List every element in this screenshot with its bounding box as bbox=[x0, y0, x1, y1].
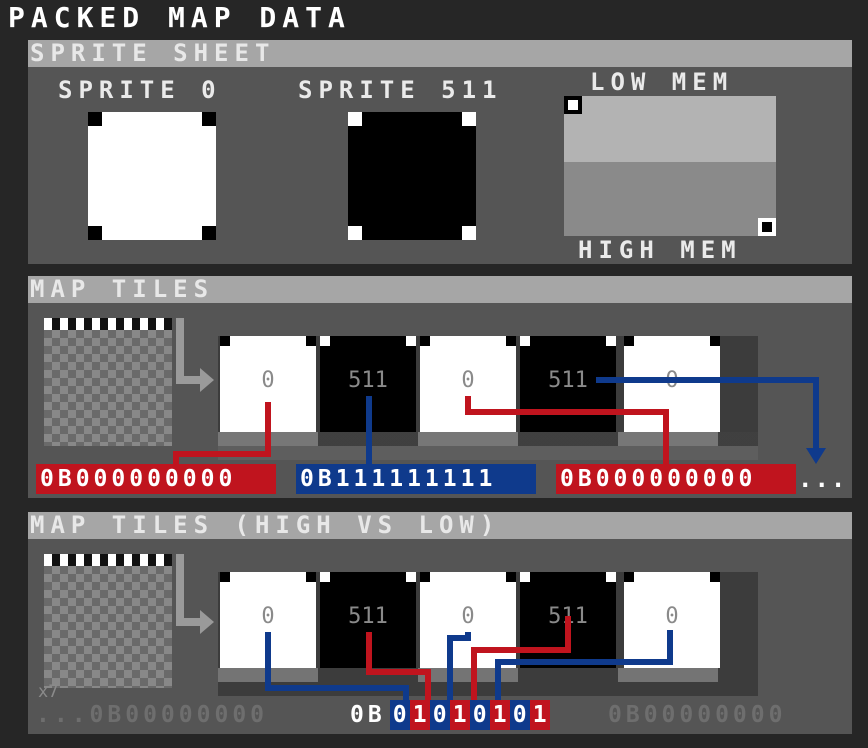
map-tile-1-value: 0 bbox=[261, 368, 275, 393]
map-hl-connectors bbox=[265, 616, 673, 702]
arrow-icon bbox=[176, 554, 214, 634]
map-hl-tile-3-value: 0 bbox=[461, 604, 475, 629]
sprite-sheet-heading: SPRITE SHEET bbox=[28, 40, 852, 67]
map-binary-3: 0B000000000 bbox=[556, 464, 796, 494]
high-low-binary: 0B 0 1 0 1 0 1 0 1 bbox=[346, 700, 550, 730]
bit-3: 1 bbox=[449, 700, 470, 730]
map-hl-tile-5-value: 0 bbox=[665, 604, 679, 629]
map-tile-3-value: 0 bbox=[461, 368, 475, 393]
map-mini-strip bbox=[44, 318, 172, 330]
page-title: PACKED MAP DATA bbox=[8, 1, 351, 34]
map-binary-2: 0B111111111 bbox=[296, 464, 536, 494]
map-hl-tile-2-value: 511 bbox=[348, 604, 388, 629]
bit-7: 1 bbox=[529, 700, 550, 730]
map-hl-tile-2: 511 bbox=[320, 572, 416, 668]
map-hl-tile-1-value: 0 bbox=[261, 604, 275, 629]
map-hl-mini-preview bbox=[44, 566, 172, 688]
bit-6: 0 bbox=[509, 700, 530, 730]
bit-2: 0 bbox=[429, 700, 450, 730]
map-hl-mini-strip bbox=[44, 554, 172, 566]
sprite511-label: SPRITE 511 bbox=[298, 76, 503, 104]
sprite511-image bbox=[348, 112, 476, 240]
map-tile-connectors bbox=[173, 377, 826, 464]
sprite-memory-block bbox=[564, 96, 776, 236]
map-tile-4: 511 bbox=[520, 336, 616, 432]
map-tile-2-value: 511 bbox=[348, 368, 388, 393]
map-hl-tile-1: 0 bbox=[220, 572, 316, 668]
left-gray-binary: ...0B00000000 bbox=[36, 702, 269, 728]
map-tiles-panel: MAP TILES 0 511 0 511 0 bbox=[28, 276, 852, 498]
bit-0: 0 bbox=[389, 700, 410, 730]
map-mini-preview bbox=[44, 330, 172, 446]
map-tiles-heading: MAP TILES bbox=[28, 276, 852, 303]
bit-4: 0 bbox=[469, 700, 490, 730]
map-tile-3: 0 bbox=[420, 336, 516, 432]
map-tile-5: 0 bbox=[624, 336, 720, 432]
sprite-sheet-panel: SPRITE SHEET SPRITE 0 SPRITE 511 LOW MEM… bbox=[28, 40, 852, 264]
arrow-icon bbox=[176, 318, 214, 392]
map-tiles-hl-panel: MAP TILES (HIGH VS LOW) 0 511 0 511 0 bbox=[28, 512, 852, 734]
map-binary-1: 0B000000000 bbox=[36, 464, 276, 494]
bit-1: 1 bbox=[409, 700, 430, 730]
binary-prefix: 0B bbox=[350, 702, 386, 728]
sprite0-image bbox=[88, 112, 216, 240]
right-gray-binary: 0B00000000 bbox=[608, 702, 787, 728]
map-tiles-hl-heading: MAP TILES (HIGH VS LOW) bbox=[28, 512, 852, 539]
high-mem-label: HIGH MEM bbox=[578, 236, 742, 264]
multiplier-label: x7 bbox=[38, 682, 59, 702]
bit-5: 1 bbox=[489, 700, 510, 730]
low-mem-label: LOW MEM bbox=[590, 68, 734, 96]
map-binary-ellipsis: ... bbox=[798, 465, 848, 493]
map-tile-4-value: 511 bbox=[548, 368, 588, 393]
sprite0-label: SPRITE 0 bbox=[58, 76, 222, 104]
